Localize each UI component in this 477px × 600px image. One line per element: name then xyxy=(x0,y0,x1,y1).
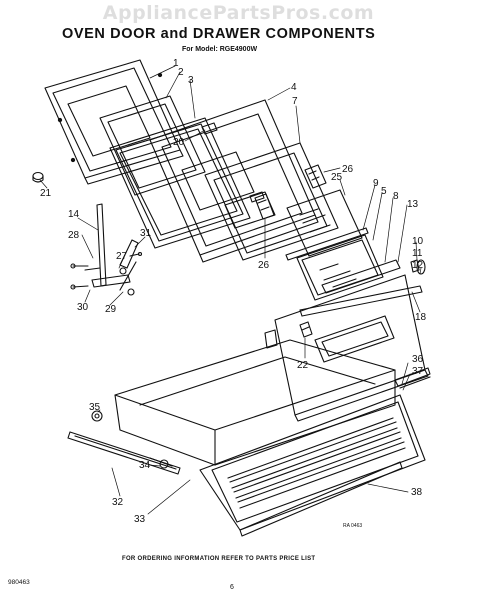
drawer-kick-plate xyxy=(239,461,403,537)
drawer-pan xyxy=(114,329,396,466)
callout-26a: 26 xyxy=(342,164,354,175)
drawer-roller xyxy=(91,410,173,469)
glass-channel-strip xyxy=(285,227,369,261)
model-subtitle: For Model: RGE4900W xyxy=(182,46,258,53)
callout-31: 31 xyxy=(140,228,152,239)
callout-18: 18 xyxy=(415,312,427,323)
callout-27: 27 xyxy=(116,251,128,262)
door-bumper xyxy=(32,171,44,183)
callout-5: 5 xyxy=(381,186,387,197)
callout-21: 21 xyxy=(40,188,52,199)
drawer-side-bracket xyxy=(84,203,131,288)
drawer-slide-rail xyxy=(67,431,181,475)
drawer-roller-bracket xyxy=(119,239,139,296)
callout-11: 11 xyxy=(412,248,423,259)
ordering-note: FOR ORDERING INFORMATION REFER TO PARTS … xyxy=(122,556,316,562)
handle-end-cap xyxy=(410,259,426,275)
callout-22: 22 xyxy=(297,360,309,371)
callout-25: 25 xyxy=(331,172,343,183)
callout-1: 1 xyxy=(173,58,179,69)
outer-door-panel xyxy=(274,274,429,422)
callout-2: 2 xyxy=(178,67,184,78)
page-number: 6 xyxy=(230,584,234,591)
door-liner-panel xyxy=(44,59,184,185)
callout-labels: 1 2 3 4 7 21 20 26 25 9 5 8 13 14 28 31 … xyxy=(40,58,427,525)
callout-38: 38 xyxy=(411,487,423,498)
inner-glass-pane xyxy=(286,189,363,257)
callout-34: 34 xyxy=(139,460,151,471)
callout-10: 10 xyxy=(412,236,424,247)
callout-14: 14 xyxy=(68,209,80,220)
diagram-code: 980463 xyxy=(8,579,30,586)
callout-4: 4 xyxy=(291,82,297,93)
door-top-trim xyxy=(321,259,401,294)
hinge-bracket-lower xyxy=(254,193,275,220)
callout-35: 35 xyxy=(89,402,101,413)
callout-33: 33 xyxy=(134,514,146,525)
callout-7: 7 xyxy=(292,96,298,107)
leader-lines xyxy=(39,65,422,515)
callout-37: 37 xyxy=(412,366,424,377)
callout-13: 13 xyxy=(407,199,419,210)
callout-29: 29 xyxy=(105,304,117,315)
callout-12: 12 xyxy=(412,260,424,271)
callout-36: 36 xyxy=(412,354,424,365)
hinge-bracket-upper xyxy=(304,164,327,189)
callout-3: 3 xyxy=(188,75,194,86)
callout-32: 32 xyxy=(112,497,124,508)
drawer-front-panel xyxy=(199,367,431,531)
watermark: AppliancePartsPros.com xyxy=(102,2,375,24)
callout-28: 28 xyxy=(68,230,80,241)
callout-30: 30 xyxy=(77,302,89,313)
drawing-reference: RA 0463 xyxy=(343,523,363,529)
screws xyxy=(70,251,143,290)
outer-window-glass xyxy=(296,234,384,301)
callout-8: 8 xyxy=(393,191,399,202)
callout-20: 20 xyxy=(173,137,185,148)
callout-26b: 26 xyxy=(258,260,270,271)
diagram-title: OVEN DOOR and DRAWER COMPONENTS xyxy=(62,26,376,42)
callout-9: 9 xyxy=(373,178,379,189)
inner-glass-frame xyxy=(99,95,206,196)
